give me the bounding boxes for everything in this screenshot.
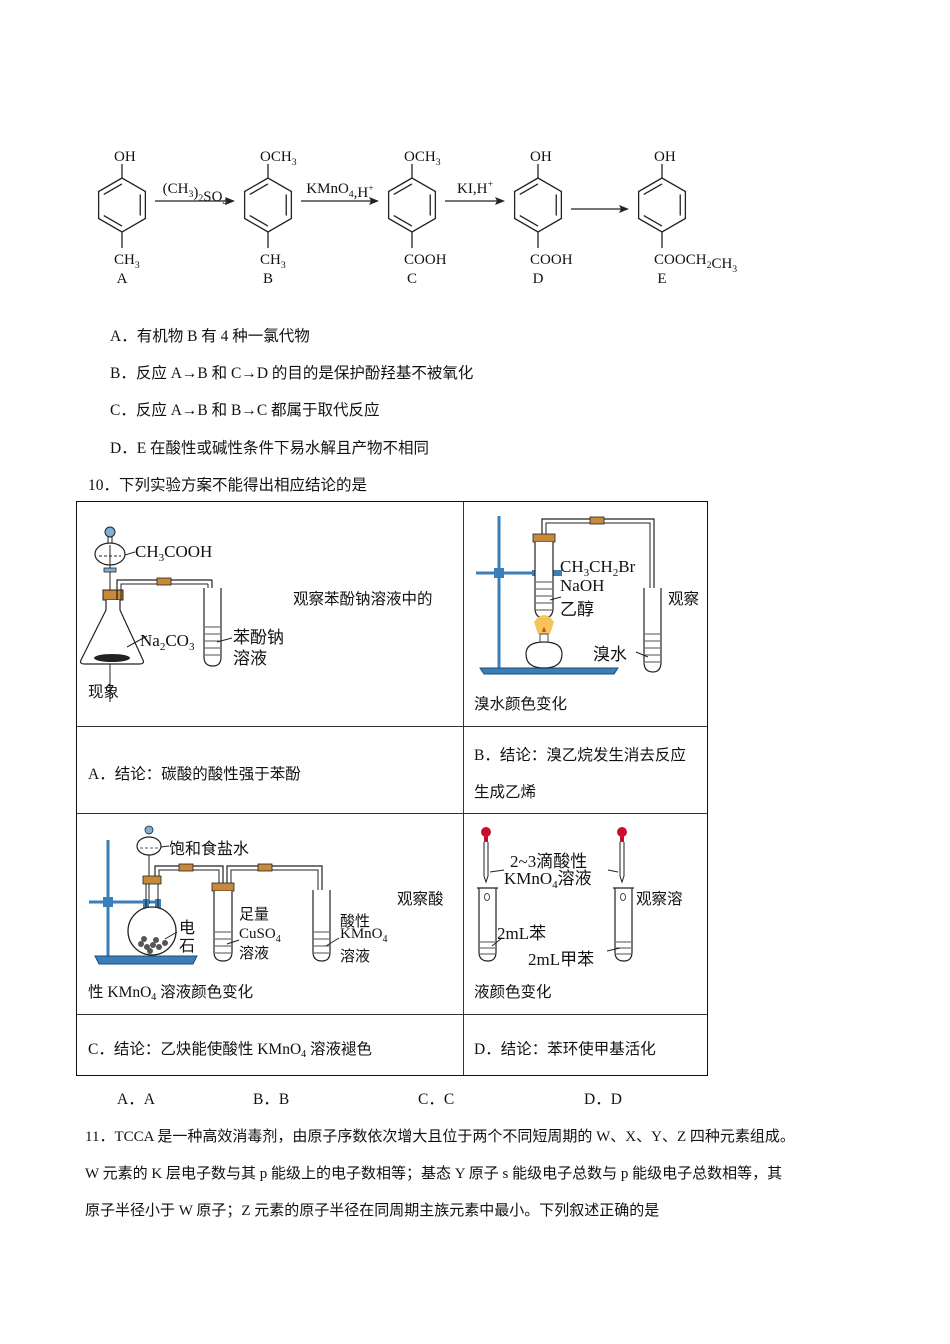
apparatus-a-diagram: CH3COOH Na2CO3	[79, 526, 233, 702]
experiment-table: CH3COOH Na2CO3 苯酚钠 溶液 观察苯酚钠溶液中的 现象	[76, 501, 708, 1076]
conclusion-d: D．结论：苯环使甲基活化	[474, 1041, 656, 1058]
q11-line-3: 原子半径小于 W 原子；Z 元素的原子半径在同周期主族元素中最小。下列叙述正确的…	[85, 1203, 660, 1219]
conclusion-a: A．结论：碳酸的酸性强于苯酚	[88, 766, 301, 783]
q11-line-1: 11．TCCA 是一种高效消毒剂，由原子序数依次增大且位于两个不同短周期的 W、…	[85, 1129, 795, 1145]
label-brine: 饱和食盐水	[169, 841, 250, 858]
label-naoh: NaOH	[560, 576, 605, 595]
label-na2co3: Na2CO3	[140, 631, 195, 653]
label-benzene: 2mL苯	[497, 924, 547, 943]
substituent-top-a: OH	[114, 149, 136, 165]
q10-stem: 10．下列实验方案不能得出相应结论的是	[88, 477, 368, 494]
substituent-top-b: OCH3	[260, 149, 297, 168]
conclusion-b: B．结论：溴乙烷发生消去反应	[474, 747, 686, 764]
cell-d-apparatus: KMnO4溶液 2~3滴酸性 2mL苯 2mL甲苯 观察溶 液颜色变化	[464, 814, 709, 1014]
table-divider	[77, 813, 707, 814]
substituent-bottom-e: COOCH2CH3	[654, 252, 737, 275]
compound-label-b: B	[263, 271, 273, 287]
label-kmno4-drops: KMnO4溶液	[504, 869, 592, 891]
q9-option-d[interactable]: D．E 在酸性或碱性条件下易水解且产物不相同	[110, 440, 430, 457]
label-solution: 溶液	[233, 649, 267, 668]
label-ethanol: 乙醇	[560, 600, 594, 619]
q10-answer-d[interactable]: D．D	[584, 1091, 622, 1108]
cell-b-apparatus: CH3CH2Br NaOH 乙醇 溴水 观察 溴水颜色变化	[464, 502, 709, 726]
label-acidic: 酸性	[340, 914, 371, 930]
conclusion-c: C．结论：乙炔能使酸性 KMnO4 溶液褪色	[88, 1041, 373, 1060]
cell-d-desc: 观察溶	[636, 891, 683, 908]
q9-option-a[interactable]: A．有机物 B 有 4 种一氯代物	[110, 328, 310, 345]
cell-a-apparatus: CH3COOH Na2CO3 苯酚钠 溶液 观察苯酚钠溶液中的 现象	[77, 502, 463, 726]
label-kmno4: KMnO4	[340, 926, 388, 945]
label-kmno4-solution: 溶液	[340, 949, 371, 965]
substituent-bottom-c: COOH	[404, 252, 447, 268]
cell-c-desc-cont: 性 KMnO4 溶液颜色变化	[88, 984, 254, 1003]
label-bromine-water: 溴水	[593, 645, 627, 664]
label-excess: 足量	[239, 907, 270, 923]
reagent-b-c: KMnO4,H+	[306, 181, 374, 201]
compound-label-e: E	[657, 271, 666, 287]
q10-answer-c[interactable]: C．C	[418, 1091, 455, 1108]
label-phenoxide: 苯酚钠	[233, 628, 284, 647]
q9-option-c[interactable]: C．反应 A→B 和 B→C 都属于取代反应	[110, 402, 380, 419]
benzene-ring-e	[637, 164, 687, 248]
q10-answer-a[interactable]: A．A	[117, 1091, 155, 1108]
label-cuso4-solution: 溶液	[239, 946, 270, 962]
cell-c-desc: 观察酸	[397, 891, 444, 908]
reaction-arrow	[571, 205, 629, 213]
substituent-top-e: OH	[654, 149, 676, 165]
benzene-ring-b	[243, 164, 293, 248]
q9-option-b[interactable]: B．反应 A→B 和 C→D 的目的是保护酚羟基不被氧化	[110, 365, 474, 382]
compound-label-d: D	[533, 271, 544, 287]
reagent-a-b: (CH3)2SO4	[163, 181, 228, 208]
compound-label-c: C	[407, 271, 417, 287]
reaction-arrow	[301, 197, 379, 205]
label-carbide-2: 石	[179, 938, 196, 955]
table-divider	[77, 1014, 707, 1015]
cell-b-desc-cont: 溴水颜色变化	[474, 696, 568, 713]
table-divider	[77, 726, 707, 727]
cell-a-desc: 观察苯酚钠溶液中的	[293, 591, 433, 608]
q11-line-2: W 元素的 K 层电子数与其 p 能级上的电子数相等；基态 Y 原子 s 能级电…	[85, 1166, 783, 1182]
reaction-scheme-svg: OHCH3AOCH3CH3BOCH3COOHCOHCOOHDOHCOOCH2CH…	[97, 149, 737, 287]
cell-b-desc: 观察	[668, 591, 700, 608]
label-ch3cooh: CH3COOH	[135, 542, 212, 564]
substituent-bottom-b: CH3	[260, 252, 286, 271]
substituent-bottom-d: COOH	[530, 252, 573, 268]
apparatus-d-diagram: KMnO4溶液	[477, 827, 634, 962]
benzene-ring-c	[387, 164, 437, 248]
apparatus-b-diagram: CH3CH2Br	[476, 516, 662, 675]
label-carbide-1: 电	[179, 920, 196, 937]
cell-a-desc-cont: 现象	[88, 684, 120, 701]
cell-c-apparatus: CuSO4 KMnO4 饱和食盐水 电 石 足量 溶液 酸性 溶液 观察酸 性 …	[77, 814, 463, 1014]
substituent-top-c: OCH3	[404, 149, 441, 168]
benzene-ring-a	[97, 164, 147, 248]
reaction-arrow	[155, 197, 235, 205]
label-cuso4: CuSO4	[239, 926, 281, 945]
reagent-c-d: KI,H+	[457, 179, 493, 197]
table-divider-vertical	[463, 502, 464, 1075]
reaction-arrow	[445, 197, 505, 205]
conclusion-b-cont: 生成乙烯	[474, 784, 537, 801]
apparatus-c-diagram: CuSO4 KMnO4	[89, 825, 388, 965]
substituent-bottom-a: CH3	[114, 252, 140, 271]
label-drops: 2~3滴酸性	[510, 852, 588, 871]
cell-d-desc-cont: 液颜色变化	[474, 984, 552, 1001]
q10-answer-b[interactable]: B．B	[253, 1091, 290, 1108]
substituent-top-d: OH	[530, 149, 552, 165]
label-toluene: 2mL甲苯	[528, 950, 595, 969]
compound-label-a: A	[117, 271, 128, 287]
benzene-ring-d	[513, 164, 563, 248]
